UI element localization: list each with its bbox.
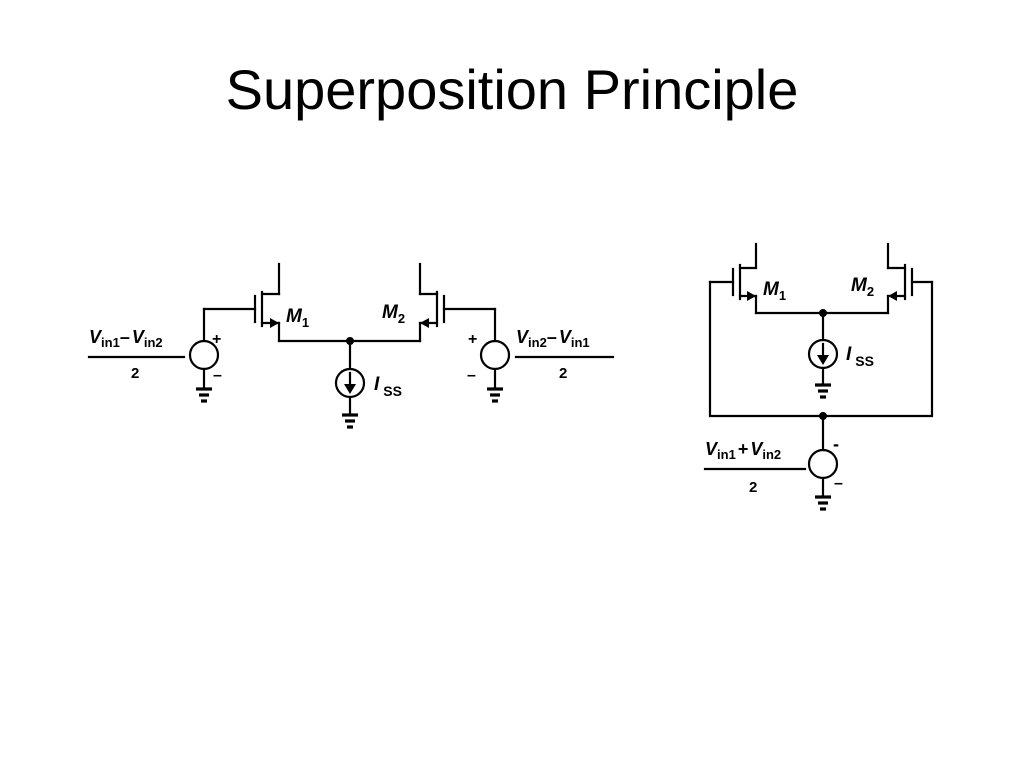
- m2-transistor-icon: [886, 242, 934, 315]
- left-source-minus: –: [213, 367, 222, 384]
- right-source-plus: +: [468, 331, 477, 348]
- common-source-minus: –: [834, 475, 843, 492]
- common-mode-voltage-source-icon: [807, 414, 839, 498]
- m2-label: M2: [382, 302, 405, 326]
- ground-icon: [815, 383, 831, 399]
- left-source-plus: +: [212, 331, 221, 348]
- ground-icon: [487, 387, 503, 403]
- common-source-numerator: Vin1+Vin2: [705, 439, 781, 462]
- right-voltage-source-icon: [479, 307, 511, 390]
- ground-icon: [196, 387, 212, 403]
- page-title: Superposition Principle: [225, 58, 799, 121]
- m2-label: M2: [851, 275, 874, 299]
- left-source-denominator: 2: [131, 365, 139, 382]
- ground-icon: [342, 413, 358, 429]
- right-source-denominator: 2: [559, 365, 567, 382]
- right-source-numerator: Vin2–Vin1: [516, 327, 590, 350]
- m1-label: M1: [763, 279, 786, 303]
- left-source-numerator: Vin1–Vin2: [89, 327, 163, 350]
- left-current-source-icon: [334, 339, 366, 416]
- common-source-top-sign: -: [833, 434, 839, 454]
- m1-transistor-icon: [202, 262, 281, 343]
- right-current-source-icon: [807, 311, 839, 386]
- m1-transistor-icon: [708, 242, 758, 315]
- m2-transistor-icon: [418, 262, 497, 343]
- common-source-denominator: 2: [749, 479, 757, 496]
- left-voltage-source-icon: [188, 307, 220, 390]
- right-source-minus: –: [467, 367, 476, 384]
- ground-icon: [815, 495, 831, 511]
- m1-label: M1: [286, 306, 309, 330]
